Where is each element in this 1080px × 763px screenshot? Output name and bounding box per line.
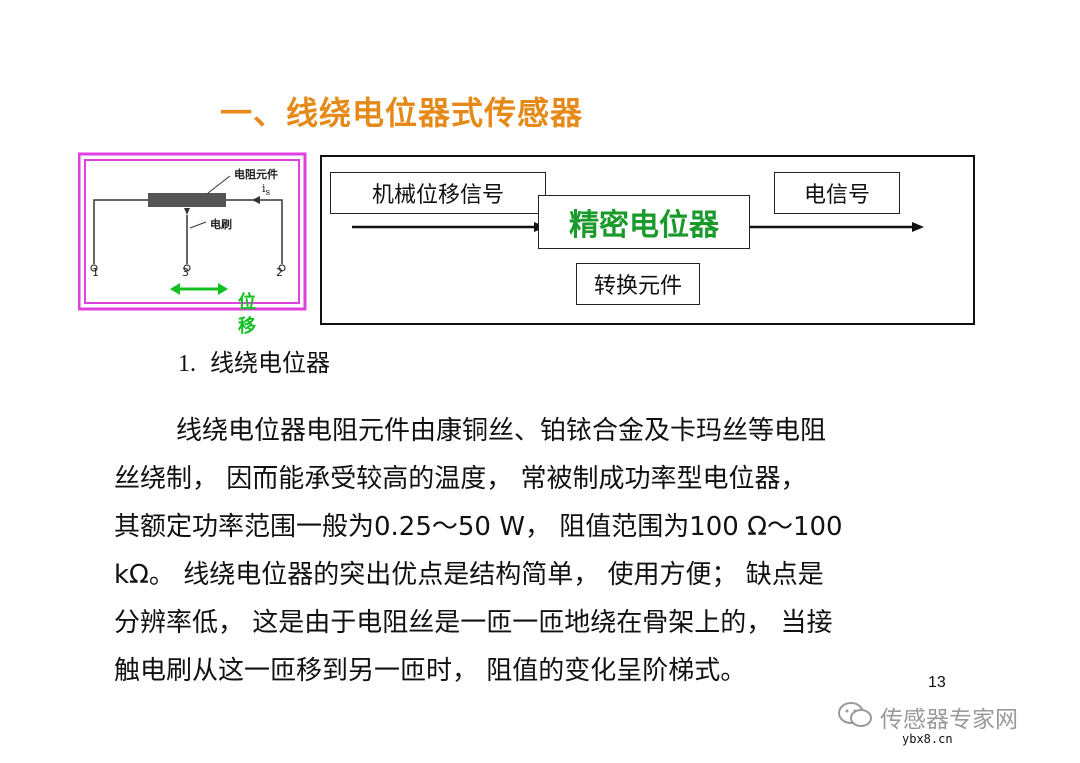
section-title: 线绕电位器: [210, 349, 330, 377]
resistor-element: [148, 193, 226, 207]
precision-potentiometer-box: 精密电位器: [538, 195, 750, 249]
watermark-site: ybx8.cn: [902, 732, 953, 746]
resistor-label: 电阻元件: [234, 168, 278, 181]
figure-border-outer: [77, 152, 307, 311]
output-signal-box: 电信号: [774, 172, 900, 214]
paragraph-line: 触电刷从这一匝移到另一匝时， 阻值的变化呈阶梯式。: [114, 656, 747, 686]
terminal-1-label: 1: [92, 266, 99, 279]
displacement-label-1: 位: [238, 292, 256, 313]
current-arrow: [252, 196, 260, 204]
displacement-arrow-left: [170, 283, 180, 295]
block-diagram: 机械位移信号 精密电位器 电信号 转换元件: [320, 155, 975, 325]
terminal-1-dot: [90, 264, 98, 272]
watermark-text: 传感器专家网: [880, 707, 1018, 733]
paragraph-line: kΩ。 线绕电位器的突出优点是结构简单， 使用方便； 缺点是: [114, 560, 824, 590]
current-label: is: [262, 182, 270, 198]
section-number: 1.: [178, 351, 196, 377]
page-number: 13: [928, 674, 946, 691]
paragraph-line: 丝绕制， 因而能承受较高的温度， 常被制成功率型电位器，: [114, 464, 807, 494]
left-wire: [93, 199, 148, 264]
brush-tip: [184, 208, 190, 215]
potentiometer-figure: 电阻元件 is 电刷 1 3 2 位 移: [77, 152, 308, 337]
terminal-2-dot: [278, 264, 286, 272]
paragraph-line: 其额定功率范围一般为0.25～50 W， 阻值范围为100 Ω～100: [114, 512, 843, 542]
section-heading: 1. 线绕电位器: [178, 343, 330, 378]
terminal-2-label: 2: [276, 266, 283, 279]
figure-border-inner: [84, 159, 300, 304]
page-title: 一、线绕电位器式传感器: [220, 94, 584, 132]
resistor-pointer: [207, 175, 231, 194]
paragraph-line: 分辨率低， 这是由于电阻丝是一匝一匝地绕在骨架上的， 当接: [114, 608, 833, 638]
current-symbol: i: [262, 182, 266, 195]
wechat-icon: [838, 702, 872, 727]
current-subscript: s: [265, 187, 271, 199]
terminal-3-dot: [183, 264, 191, 272]
brush-pointer: [189, 221, 207, 229]
displacement-arrow-right: [218, 283, 228, 295]
conversion-element-box: 转换元件: [576, 263, 700, 305]
paragraph-line: 线绕电位器电阻元件由康铜丝、铂铱合金及卡玛丝等电阻: [176, 416, 827, 446]
displacement-label-2: 移: [238, 316, 256, 337]
input-signal-box: 机械位移信号: [330, 172, 546, 214]
right-wire: [226, 199, 283, 264]
brush-label: 电刷: [210, 218, 232, 231]
potentiometer-diagram: [77, 152, 307, 311]
output-arrow-head: [912, 222, 924, 232]
terminal-3-label: 3: [182, 266, 189, 279]
